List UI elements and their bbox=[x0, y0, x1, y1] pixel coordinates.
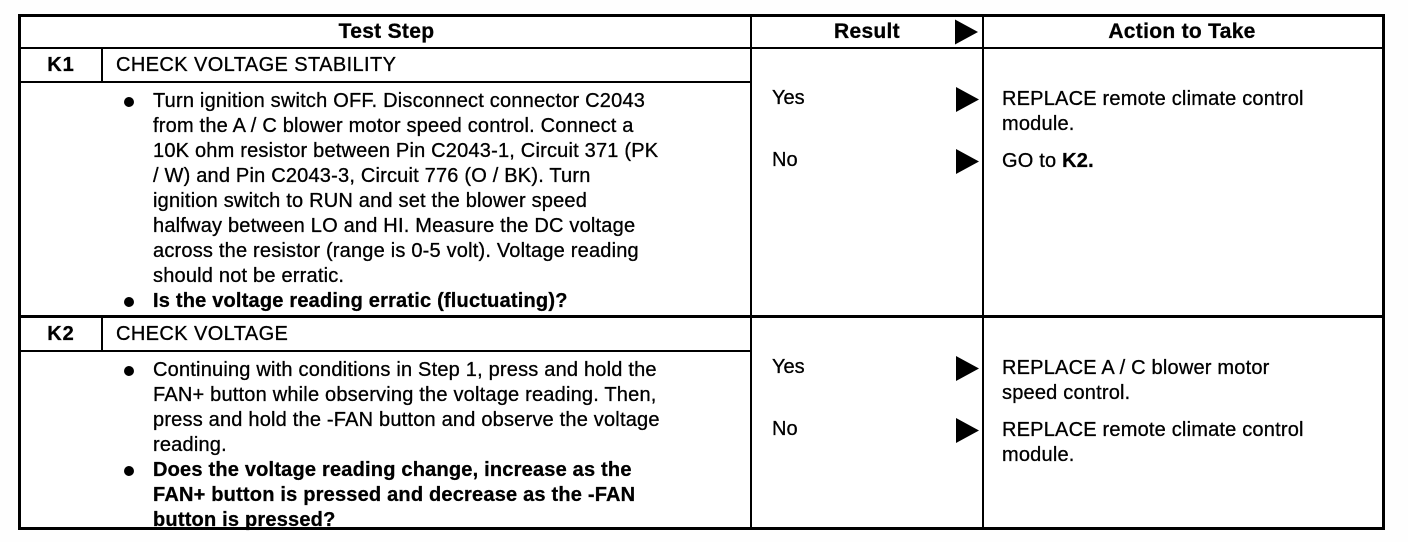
table-header-row: Test Step Result Action to Take bbox=[21, 17, 1382, 49]
instruction-text: Turn ignition switch OFF. Disconnect con… bbox=[153, 90, 659, 287]
step-id: K1 bbox=[21, 49, 103, 81]
right-triangle-icon bbox=[955, 19, 978, 45]
step-instructions: Turn ignition switch OFF. Disconnect con… bbox=[21, 83, 752, 320]
step-title: CHECK VOLTAGE STABILITY bbox=[116, 53, 397, 76]
result-action-area: Yes REPLACE remote climate control modul… bbox=[752, 49, 1382, 320]
result-header-label: Result bbox=[834, 20, 900, 43]
result-yes-row: Yes bbox=[752, 356, 982, 381]
action-column-header: Action to Take bbox=[1108, 20, 1256, 43]
question-bullet: Does the voltage reading change, increas… bbox=[124, 458, 660, 533]
test-step-row-k2: K2 CHECK VOLTAGE Continuing with conditi… bbox=[21, 318, 1382, 531]
test-step-column-header: Test Step bbox=[338, 20, 435, 43]
result-column-header: Result bbox=[752, 17, 982, 47]
bullet-icon bbox=[124, 297, 134, 307]
action-text: REPLACE remote climate control module. bbox=[1002, 88, 1304, 135]
step-title-bar: K2 CHECK VOLTAGE bbox=[21, 318, 752, 352]
step-title: CHECK VOLTAGE bbox=[116, 322, 289, 345]
result-no-row: No bbox=[752, 149, 982, 174]
question-text: Is the voltage reading erratic (fluctuat… bbox=[153, 290, 568, 312]
step-title-bar: K1 CHECK VOLTAGE STABILITY bbox=[21, 49, 752, 83]
action-text: GO to K2. bbox=[1002, 150, 1094, 172]
bullet-icon bbox=[124, 366, 134, 376]
question-text: Does the voltage reading change, increas… bbox=[153, 459, 636, 531]
result-no-row: No bbox=[752, 418, 982, 443]
pinpoint-test-table: Test Step Result Action to Take K1 CHECK… bbox=[18, 14, 1385, 531]
instruction-bullet: Turn ignition switch OFF. Disconnect con… bbox=[124, 89, 660, 289]
step-instructions: Continuing with conditions in Step 1, pr… bbox=[21, 352, 752, 539]
right-triangle-icon bbox=[956, 418, 979, 443]
instruction-text: Continuing with conditions in Step 1, pr… bbox=[153, 359, 660, 456]
bullet-icon bbox=[124, 97, 134, 107]
result-yes-label: Yes bbox=[772, 87, 805, 109]
question-bullet: Is the voltage reading erratic (fluctuat… bbox=[124, 289, 660, 314]
result-no-label: No bbox=[772, 149, 798, 171]
result-yes-label: Yes bbox=[772, 356, 805, 378]
instruction-bullet: Continuing with conditions in Step 1, pr… bbox=[124, 358, 660, 458]
result-action-area: Yes REPLACE A / C blower motor speed con… bbox=[752, 318, 1382, 539]
step-id: K2 bbox=[21, 318, 103, 350]
right-triangle-icon bbox=[956, 149, 979, 174]
test-step-row-k1: K1 CHECK VOLTAGE STABILITY Turn ignition… bbox=[21, 49, 1382, 318]
result-no-label: No bbox=[772, 418, 798, 440]
column-divider-test-result bbox=[750, 17, 752, 527]
column-divider-result-action bbox=[982, 17, 984, 527]
right-triangle-icon bbox=[956, 87, 979, 112]
result-yes-row: Yes bbox=[752, 87, 982, 112]
bullet-icon bbox=[124, 466, 134, 476]
action-text: REPLACE remote climate control module. bbox=[1002, 419, 1304, 466]
right-triangle-icon bbox=[956, 356, 979, 381]
action-text: REPLACE A / C blower motor speed control… bbox=[1002, 357, 1270, 404]
